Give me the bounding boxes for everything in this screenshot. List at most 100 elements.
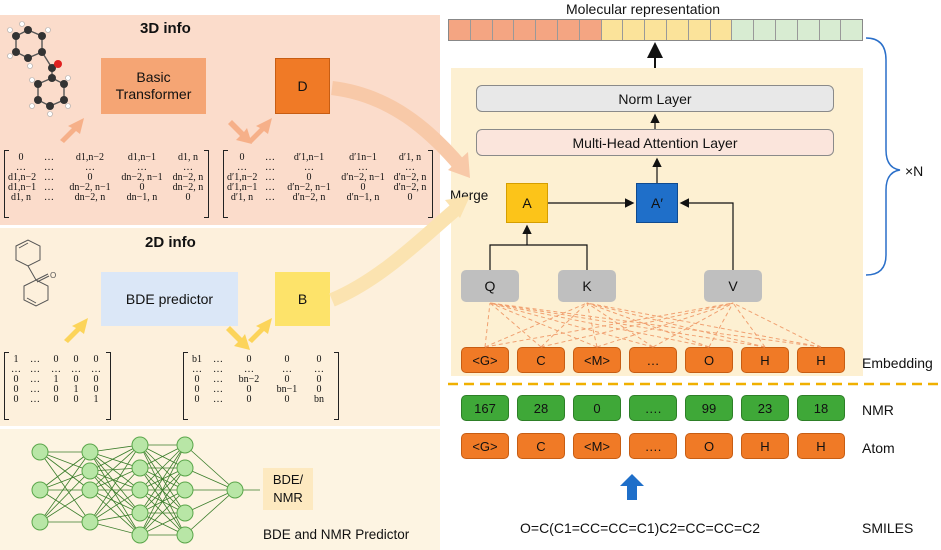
nn-edge	[89, 451, 141, 469]
matrix-cell: …	[44, 172, 54, 183]
token: <G>	[461, 433, 509, 459]
matrix-cell: …	[265, 192, 275, 203]
value-box: V	[704, 270, 762, 302]
d-matrix-box: D	[275, 58, 330, 114]
nn-node	[81, 481, 99, 499]
molecular-representation-vector	[448, 19, 863, 41]
token: <M>	[573, 347, 621, 373]
repeat-brace	[865, 37, 901, 276]
matrix-cell: dn−2, n	[172, 172, 204, 183]
representation-cell	[579, 20, 602, 40]
matrix-cell: …	[30, 354, 40, 365]
matrix-cell: 0	[73, 354, 79, 365]
matrix-cell: 0	[93, 354, 99, 365]
nn-edge	[89, 451, 141, 491]
nn-edge	[184, 467, 236, 491]
matrix-bracket	[223, 150, 228, 218]
a-label: A	[522, 195, 532, 211]
nn-node	[176, 504, 194, 522]
matrix-cell: d′n−2, n−1	[341, 172, 385, 183]
token: 167	[461, 395, 509, 421]
matrix-cell: 0	[185, 192, 191, 203]
matrix-row: ……………	[8, 163, 208, 173]
representation-cell	[557, 20, 580, 40]
matrix-cell: …	[213, 364, 223, 375]
bde-predictor-label: BDE predictor	[125, 291, 214, 307]
nn-edge	[89, 467, 141, 491]
matrix-cell: 0	[93, 374, 99, 385]
nn-edge	[89, 451, 141, 514]
matrix-cell: 0	[93, 384, 99, 395]
matrix-cell: d1,n−2	[8, 172, 37, 183]
smiles-string: O=C(C1=CC=CC=C1)C2=CC=CC=C2	[520, 520, 761, 536]
matrix-cell: …	[282, 364, 292, 375]
nn-node	[131, 481, 149, 499]
matrix-bracket	[4, 150, 9, 218]
matrix-bracket	[183, 352, 188, 420]
matrix-cell: d′1,n−2	[227, 172, 258, 183]
representation-cell	[666, 20, 689, 40]
representation-cell	[732, 20, 755, 40]
nn-node	[176, 436, 194, 454]
representation-cell	[623, 20, 646, 40]
matrix-cell: d′n−2, n	[292, 192, 326, 203]
matrix-cell: 0	[246, 384, 252, 395]
output-label-line2: NMR	[273, 490, 303, 505]
panel-2d-title: 2D info	[145, 234, 196, 251]
matrix-cell: 0	[360, 182, 366, 193]
matrix-bracket	[204, 150, 209, 218]
b-matrix-box: B	[275, 272, 330, 326]
matrix-cell: d′1, n	[230, 192, 254, 203]
token: C	[517, 433, 565, 459]
matrix-cell: …	[265, 172, 275, 183]
matrix-cell: …	[71, 364, 81, 375]
representation-cell	[645, 20, 667, 40]
matrix-cell: …	[44, 162, 54, 173]
query-box: Q	[461, 270, 519, 302]
representation-cell	[775, 20, 798, 40]
representation-cell	[797, 20, 820, 40]
nn-edge	[39, 451, 91, 472]
matrix-cell: 0	[87, 172, 93, 183]
matrix-cell: 1	[93, 394, 99, 405]
molecular-representation-title: Molecular representation	[566, 1, 721, 17]
matrix-cell: d1,n−2	[75, 152, 105, 163]
matrix-bracket	[334, 352, 339, 420]
nn-edge	[89, 444, 141, 491]
nn-edge	[89, 444, 141, 523]
matrix-cell: …	[137, 162, 147, 173]
matrix-cell: d1, n	[178, 152, 198, 163]
a-prime-label: A′	[651, 195, 663, 211]
matrix-cell: 0	[316, 354, 322, 365]
matrix-cell: …	[237, 162, 247, 173]
nn-node	[31, 481, 49, 499]
matrix-cell: 0	[53, 384, 59, 395]
nn-edge	[89, 489, 141, 514]
nn-edge	[184, 489, 236, 536]
nn-edge	[89, 470, 141, 536]
nn-node	[81, 462, 99, 480]
a-box: A	[506, 183, 548, 223]
basic-transformer-label: Basic Transformer	[115, 69, 192, 102]
matrix-cell: …	[213, 354, 223, 365]
nn-edge	[89, 467, 141, 523]
mha-layer-label: Multi-Head Attention Layer	[572, 134, 738, 151]
matrix-cell: …	[44, 152, 54, 163]
nn-edge	[139, 444, 186, 536]
matrix-cell: 0	[194, 394, 200, 405]
nn-node	[131, 459, 149, 477]
matrix-cell: 0	[13, 394, 19, 405]
nn-edge	[89, 489, 141, 523]
matrix-cell: …	[265, 152, 275, 163]
bde-predictor-box: BDE predictor	[101, 272, 238, 326]
d-label: D	[297, 78, 308, 94]
